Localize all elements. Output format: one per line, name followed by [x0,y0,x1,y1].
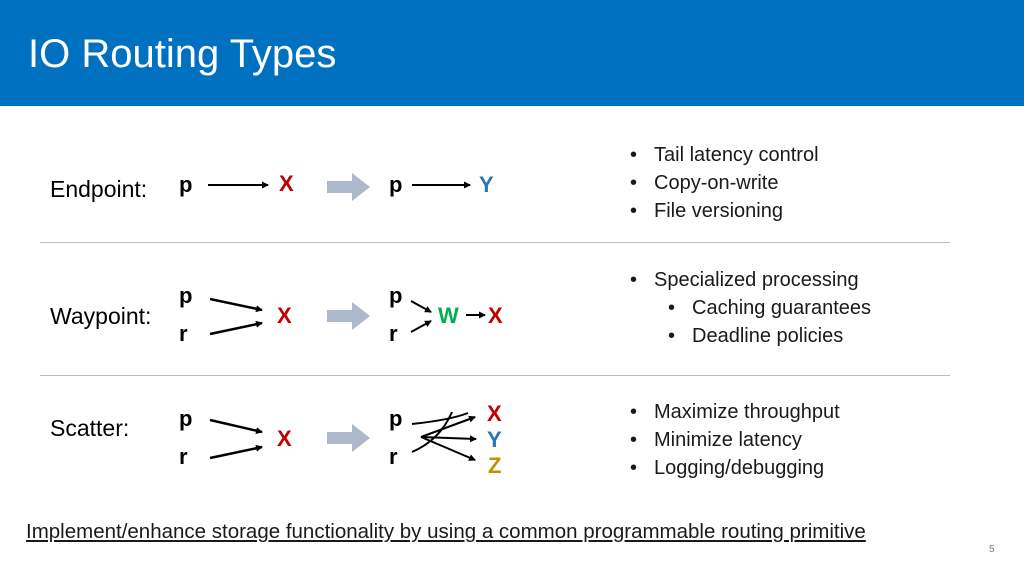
scatter-before-arrow-r [209,444,263,460]
scatter-before-arrow-p [209,418,263,435]
scatter-before-src1: p [179,406,193,431]
scatter-after-dest1: X [487,401,502,426]
slide-title: IO Routing Types [28,32,337,76]
scatter-after-src1: p [389,406,403,431]
scatter-after-dest2: Y [487,427,502,452]
divider-bottom [40,375,950,376]
scatter-before-dest: X [277,426,292,451]
waypoint-transform-arrow [327,302,370,330]
divider-top [40,242,950,243]
scatter-fan-to-z [420,436,476,461]
bullet-item: Specialized processing [628,266,871,294]
sub-bullet-item: Caching guarantees [666,294,871,322]
bullet-item: Tail latency control [628,141,819,169]
waypoint-before-src1: p [179,283,193,308]
page-number: 5 [989,544,995,555]
waypoint-after-arrow-r [410,320,432,333]
endpoint-transform-arrow [327,173,370,201]
scatter-label: Scatter: [50,415,130,441]
endpoint-before-dest: X [279,171,294,196]
scatter-fan-to-y [420,435,477,443]
scatter-before-src2: r [179,444,188,469]
bullet-item: Copy-on-write [628,169,819,197]
waypoint-after-via: W [438,303,459,328]
waypoint-before-dest: X [277,303,292,328]
scatter-after-src2: r [389,444,398,469]
endpoint-before-src: p [179,172,193,197]
scatter-transform-arrow [327,424,370,452]
waypoint-before-src2: r [179,321,188,346]
waypoint-before-arrow-p [209,297,263,313]
endpoint-label: Endpoint: [50,176,148,202]
waypoint-bullets: Specialized processing Caching guarantee… [628,266,871,350]
bullet-item: Maximize throughput [628,398,840,426]
scatter-fan-to-x [420,415,476,438]
waypoint-after-dest: X [488,303,503,328]
scatter-bullets: Maximize throughput Minimize latency Log… [628,398,840,482]
footer-statement: Implement/enhance storage functionality … [26,520,866,543]
sub-bullet-item: Deadline policies [666,322,871,350]
scatter-after-dest3: Z [488,453,502,478]
waypoint-after-src2: r [389,321,398,346]
endpoint-after-src: p [389,172,403,197]
waypoint-label: Waypoint: [50,303,152,329]
bullet-item: Minimize latency [628,426,840,454]
bullet-item: File versioning [628,197,819,225]
scatter-source-p-curve [411,412,469,425]
scatter-source-r-curve [411,411,453,453]
waypoint-after-src1: p [389,283,403,308]
bullet-item: Logging/debugging [628,454,840,482]
endpoint-after-dest: Y [479,172,494,197]
slide-header: IO Routing Types [0,0,1024,106]
waypoint-after-arrow-p [410,300,432,313]
endpoint-bullets: Tail latency control Copy-on-write File … [628,141,819,225]
waypoint-before-arrow-r [209,320,263,336]
